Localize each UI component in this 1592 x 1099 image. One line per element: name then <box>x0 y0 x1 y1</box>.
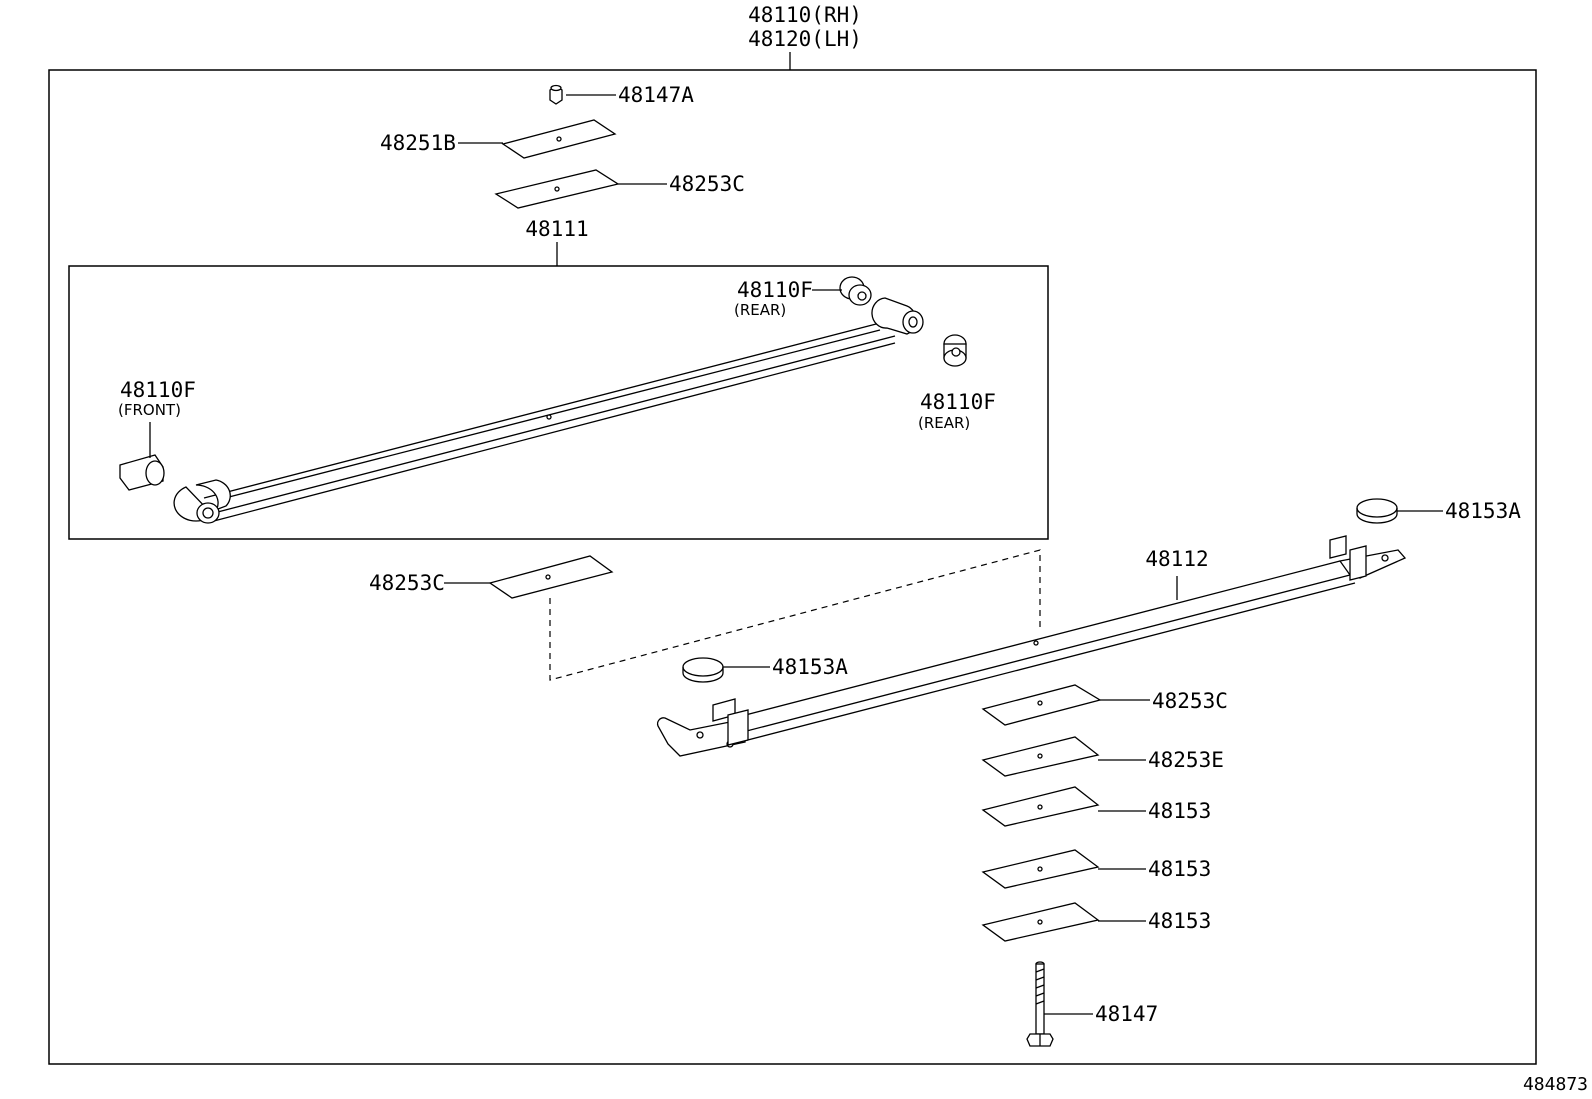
liner-lower-part <box>981 684 1102 726</box>
liner-top-label: 48253C <box>669 172 745 196</box>
main-leaf-part <box>173 297 924 524</box>
figure-id: 484873 <box>1523 1074 1588 1095</box>
leaf-c-label: 48153 <box>1148 909 1211 933</box>
clip-mid-label: 48153A <box>772 655 848 679</box>
leaf-b-label: 48153 <box>1148 857 1211 881</box>
liner-top-part <box>494 169 620 209</box>
leaf-c-part <box>981 902 1100 942</box>
bolt-label: 48147 <box>1095 1002 1158 1026</box>
alignment-dashes <box>549 549 1041 681</box>
plate-top-part <box>501 119 617 159</box>
bush-front-note: (FRONT) <box>118 401 181 419</box>
clip-mid-part <box>682 657 724 683</box>
assembly-lh-label: 48120(LH) <box>748 27 862 51</box>
bush-rear-upper-note: (REAR) <box>734 301 786 319</box>
assembly-frame <box>48 69 1537 1065</box>
liner-mid-label: 48253C <box>369 571 445 595</box>
nut-top-label: 48147A <box>618 83 694 107</box>
bush-rear-lower-part <box>943 334 967 367</box>
assembly-rh-label: 48110(RH) <box>748 3 862 27</box>
clip-right-label: 48153A <box>1445 499 1521 523</box>
second-leaf-label: 48112 <box>1145 547 1208 571</box>
bush-rear-lower-note: (REAR) <box>918 414 970 432</box>
leaf-a-label: 48153 <box>1148 799 1211 823</box>
bush-front-label: 48110F <box>120 378 196 402</box>
liner-mid-part <box>488 555 614 599</box>
main-leaf-label: 48111 <box>525 217 588 241</box>
clip-right-part <box>1356 498 1398 524</box>
liner-lower-label: 48253C <box>1152 689 1228 713</box>
bush-rear-upper-part <box>839 276 872 306</box>
plate-top-label: 48251B <box>380 131 456 155</box>
bush-rear-lower-label: 48110F <box>920 390 996 414</box>
liner-e-part <box>981 736 1100 777</box>
nut-top-part <box>549 84 563 105</box>
second-leaf-part <box>656 535 1407 757</box>
main-leaf-frame <box>68 265 1049 540</box>
leaf-a-part <box>981 786 1100 827</box>
bush-rear-upper-label: 48110F <box>737 278 813 302</box>
bush-front-part <box>119 454 165 491</box>
liner-e-label: 48253E <box>1148 748 1224 772</box>
leaf-b-part <box>981 849 1100 889</box>
bolt-part <box>1026 961 1054 1047</box>
